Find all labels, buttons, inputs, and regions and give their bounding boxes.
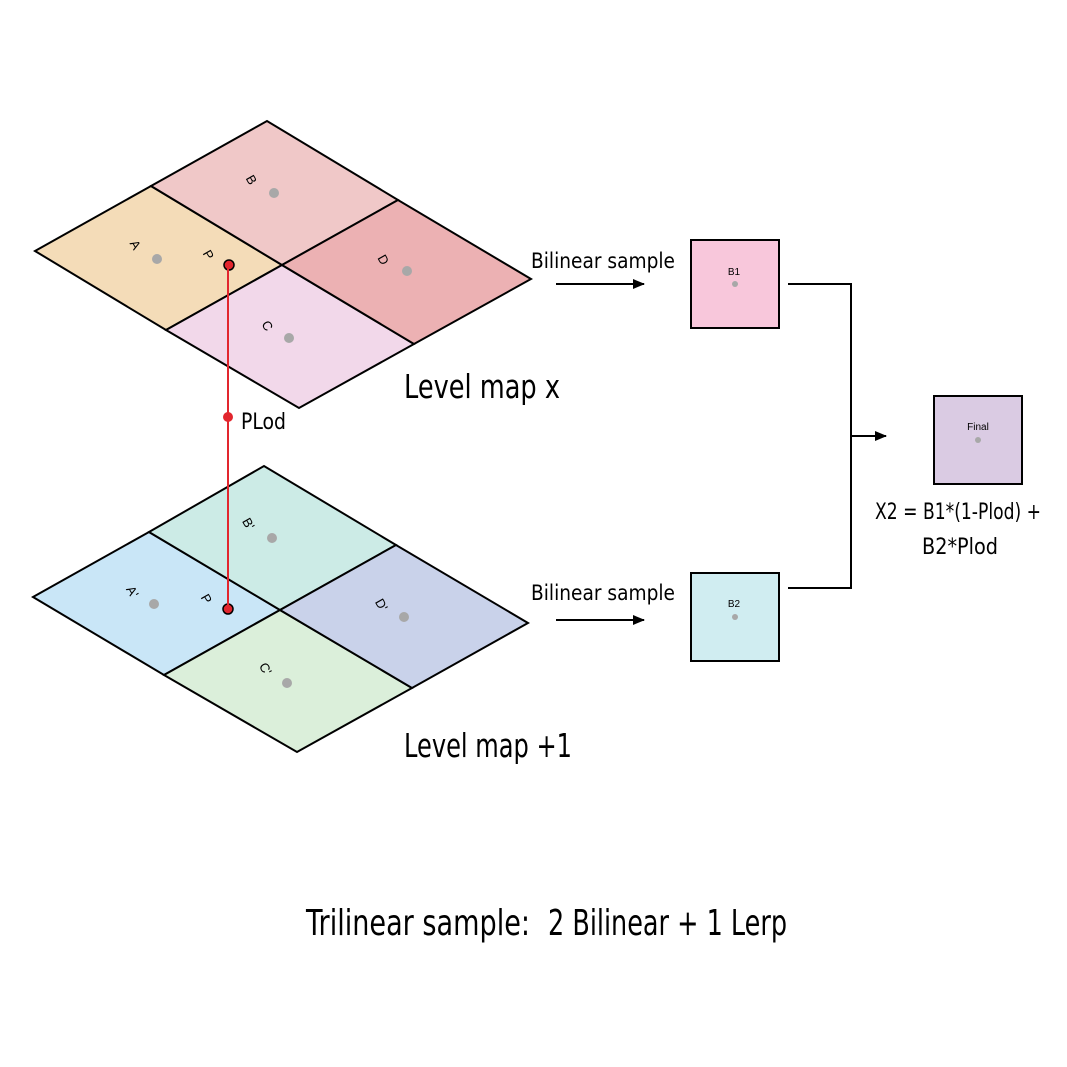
- box-b2-dot: [732, 614, 738, 620]
- plod-label: PLod: [241, 410, 286, 435]
- caption-detail: 2 Bilinear + 1 Lerp: [548, 903, 787, 944]
- plod-point: [223, 412, 233, 422]
- formula: X2 = B1*(1-Plod) + B2*Plod: [875, 500, 1041, 560]
- box-b1-label: B1: [728, 267, 741, 278]
- lower-grid: A' B' C' D' P Level map +1: [31, 464, 572, 765]
- bilinear-label-top: Bilinear sample: [531, 249, 675, 273]
- caption: Trilinear sample: 2 Bilinear + 1 Lerp: [305, 903, 787, 944]
- upper-level-title: Level map x: [404, 367, 560, 406]
- merge-line: [788, 283, 852, 589]
- box-b1-dot: [732, 281, 738, 287]
- box-final-dot: [975, 437, 981, 443]
- upper-grid: A B C D P Level map x: [33, 119, 560, 410]
- box-b2: B2: [690, 572, 780, 662]
- plod-connector: PLod: [223, 265, 286, 609]
- lower-dot-c: [282, 678, 292, 688]
- formula-line-2: B2*Plod: [922, 535, 998, 560]
- upper-dot-c: [284, 333, 294, 343]
- box-b1: B1: [690, 239, 780, 329]
- merge-connector: [788, 283, 887, 589]
- formula-line-1: X2 = B1*(1-Plod) +: [875, 500, 1041, 525]
- bilinear-arrow-top: Bilinear sample: [531, 249, 675, 289]
- upper-dot-a: [152, 254, 162, 264]
- box-b2-label: B2: [728, 599, 741, 610]
- lower-dot-d: [399, 612, 409, 622]
- bilinear-arrow-bottom: Bilinear sample: [531, 581, 675, 625]
- upper-dot-d: [402, 266, 412, 276]
- bilinear-label-bottom: Bilinear sample: [531, 581, 675, 605]
- lower-dot-b: [267, 533, 277, 543]
- box-final: Final: [933, 395, 1023, 485]
- lower-dot-a: [149, 599, 159, 609]
- upper-dot-b: [269, 188, 279, 198]
- lower-level-title: Level map +1: [404, 726, 572, 765]
- box-final-label: Final: [967, 422, 989, 433]
- caption-main: Trilinear sample:: [305, 903, 530, 944]
